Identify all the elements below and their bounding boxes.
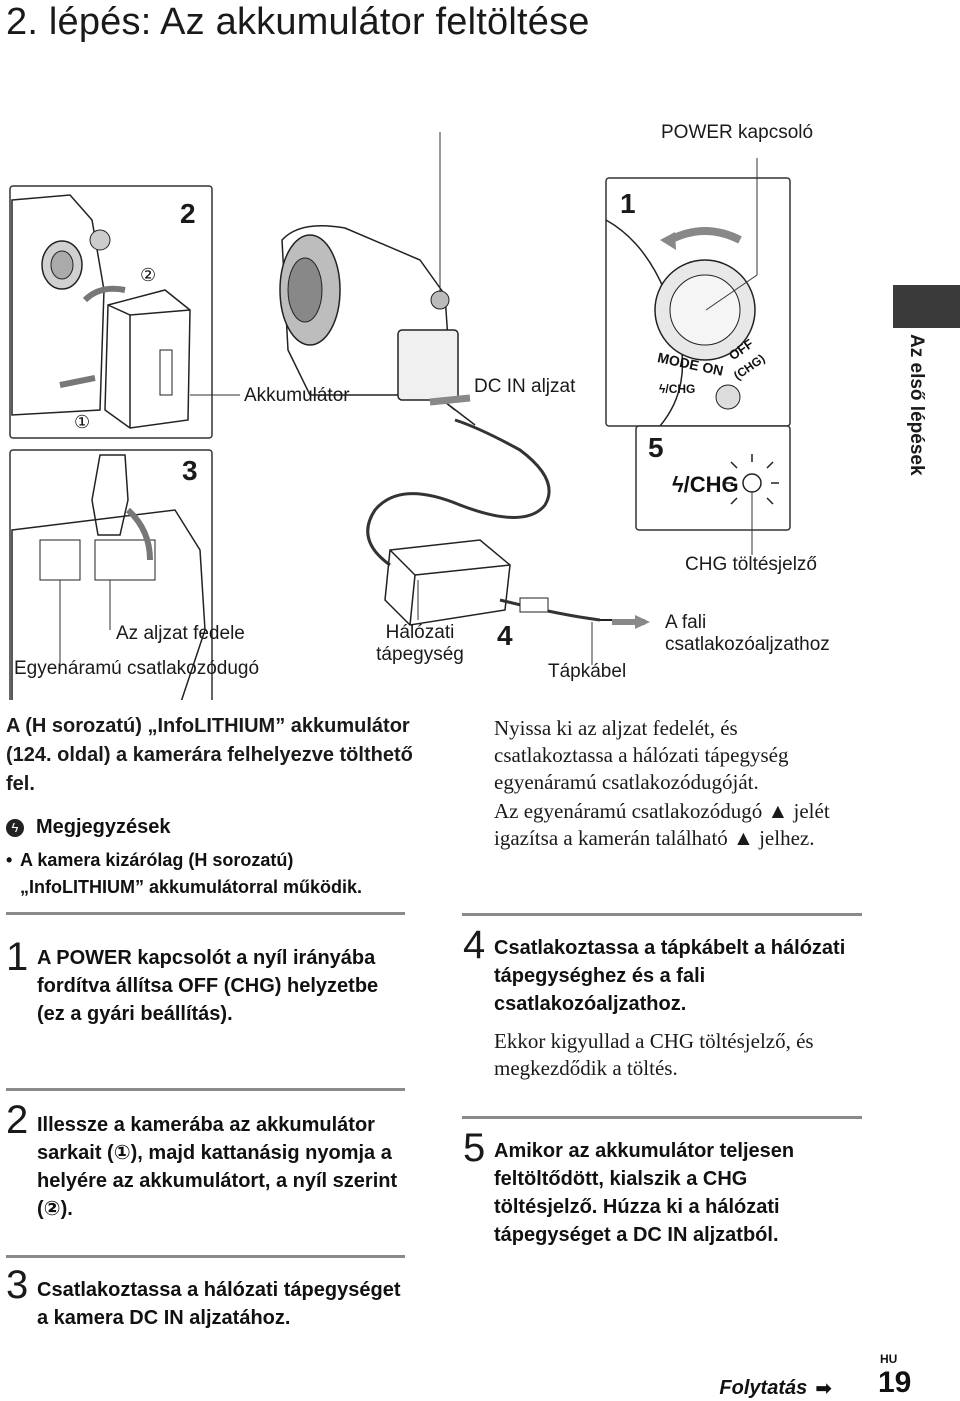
step-4-note: Ekkor kigyullad a CHG töltésjelző, és me… (494, 1029, 814, 1080)
notes-heading: Megjegyzések (36, 816, 171, 838)
chg-small-text: ϟ/CHG (659, 382, 696, 396)
power-switch-label: POWER kapcsoló (661, 122, 814, 143)
notes-bullet: • A kamera kizárólag (H sorozatú) „InfoL… (6, 847, 426, 901)
figure-area: POWER kapcsoló 2 1 ② ① Akkumulátor DC IN… (0, 110, 880, 700)
circled-2-marker: ② (140, 265, 157, 285)
arrow-right-icon: ➡ (815, 1378, 832, 1400)
circled-1-marker: ① (74, 412, 91, 432)
chg-big-text: ϟ/CHG (672, 472, 739, 497)
charge-lamp-label: CHG töltésjelző (685, 554, 817, 575)
battery-label: Akkumulátor (244, 385, 350, 406)
note-icon: ϟ (6, 818, 24, 837)
bullet-dot: • (6, 850, 13, 870)
panel-number-3: 3 (182, 455, 198, 486)
step-4-number: 4 (463, 923, 486, 967)
intro-text: A (H sorozatú) „InfoLITHIUM” akkumulátor… (6, 715, 413, 795)
jack-cover-label: Az aljzat fedele (116, 623, 245, 644)
language-code: HU (880, 1352, 898, 1366)
step-divider-2 (6, 1088, 405, 1091)
panel-number-1: 1 (620, 188, 636, 219)
notes-bullet-text: A kamera kizárólag (H sorozatú) „InfoLIT… (20, 850, 363, 897)
step-2-number: 2 (6, 1098, 29, 1142)
flash-icon: ϟ (672, 472, 684, 497)
dc-in-label: DC IN aljzat (474, 376, 576, 397)
step-3-number: 3 (6, 1263, 29, 1307)
panel-number-2: 2 (180, 198, 196, 229)
panel-number-5: 5 (648, 432, 664, 463)
step-divider-4 (462, 913, 862, 916)
continue-indicator: Folytatás ➡ (719, 1376, 832, 1401)
ac-adaptor-label: Hálózati tápegység (376, 622, 464, 665)
step-5-text: Amikor az akkumulátor teljesen feltöltőd… (494, 1140, 795, 1246)
continue-label: Folytatás (719, 1377, 808, 1399)
flash-icon: ϟ (659, 382, 666, 396)
notes-heading-row: ϟ Megjegyzések (6, 816, 426, 839)
section-tab-label: Az első lépések (906, 334, 927, 476)
right-intro-p2: Az egyenáramú csatlakozódugó ▲ jelét iga… (494, 799, 830, 850)
panel-number-4: 4 (497, 620, 513, 651)
step-5-number: 5 (463, 1126, 486, 1170)
illustration (9, 132, 791, 700)
section-tab-marker (893, 285, 960, 328)
step-1-text: A POWER kapcsolót a nyíl irányába fordít… (37, 947, 379, 1025)
wall-outlet-label: A fali csatlakozóaljzathoz (665, 612, 830, 655)
step-4-text: Csatlakoztassa a tápkábelt a hálózati tá… (494, 937, 846, 1015)
step-3-text: Csatlakoztassa a hálózati tápegységet a … (37, 1279, 401, 1329)
step-divider-3 (6, 1255, 405, 1258)
step-2-text: Illessze a kamerába az akkumulátor sarka… (37, 1114, 398, 1220)
right-intro-p1: Nyissa ki az aljzat fedelét, és csatlako… (494, 716, 789, 794)
dc-plug-label: Egyenáramú csatlakozódugó (14, 658, 260, 679)
step-divider-5 (462, 1116, 862, 1119)
step-1-number: 1 (6, 935, 29, 979)
notes-section: ϟ Megjegyzések • A kamera kizárólag (H s… (6, 816, 426, 901)
page-title: 2. lépés: Az akkumulátor feltöltése (6, 1, 590, 43)
power-cord-label: Tápkábel (548, 661, 627, 682)
page-number: 19 (878, 1366, 912, 1399)
step-divider-1 (6, 912, 405, 915)
